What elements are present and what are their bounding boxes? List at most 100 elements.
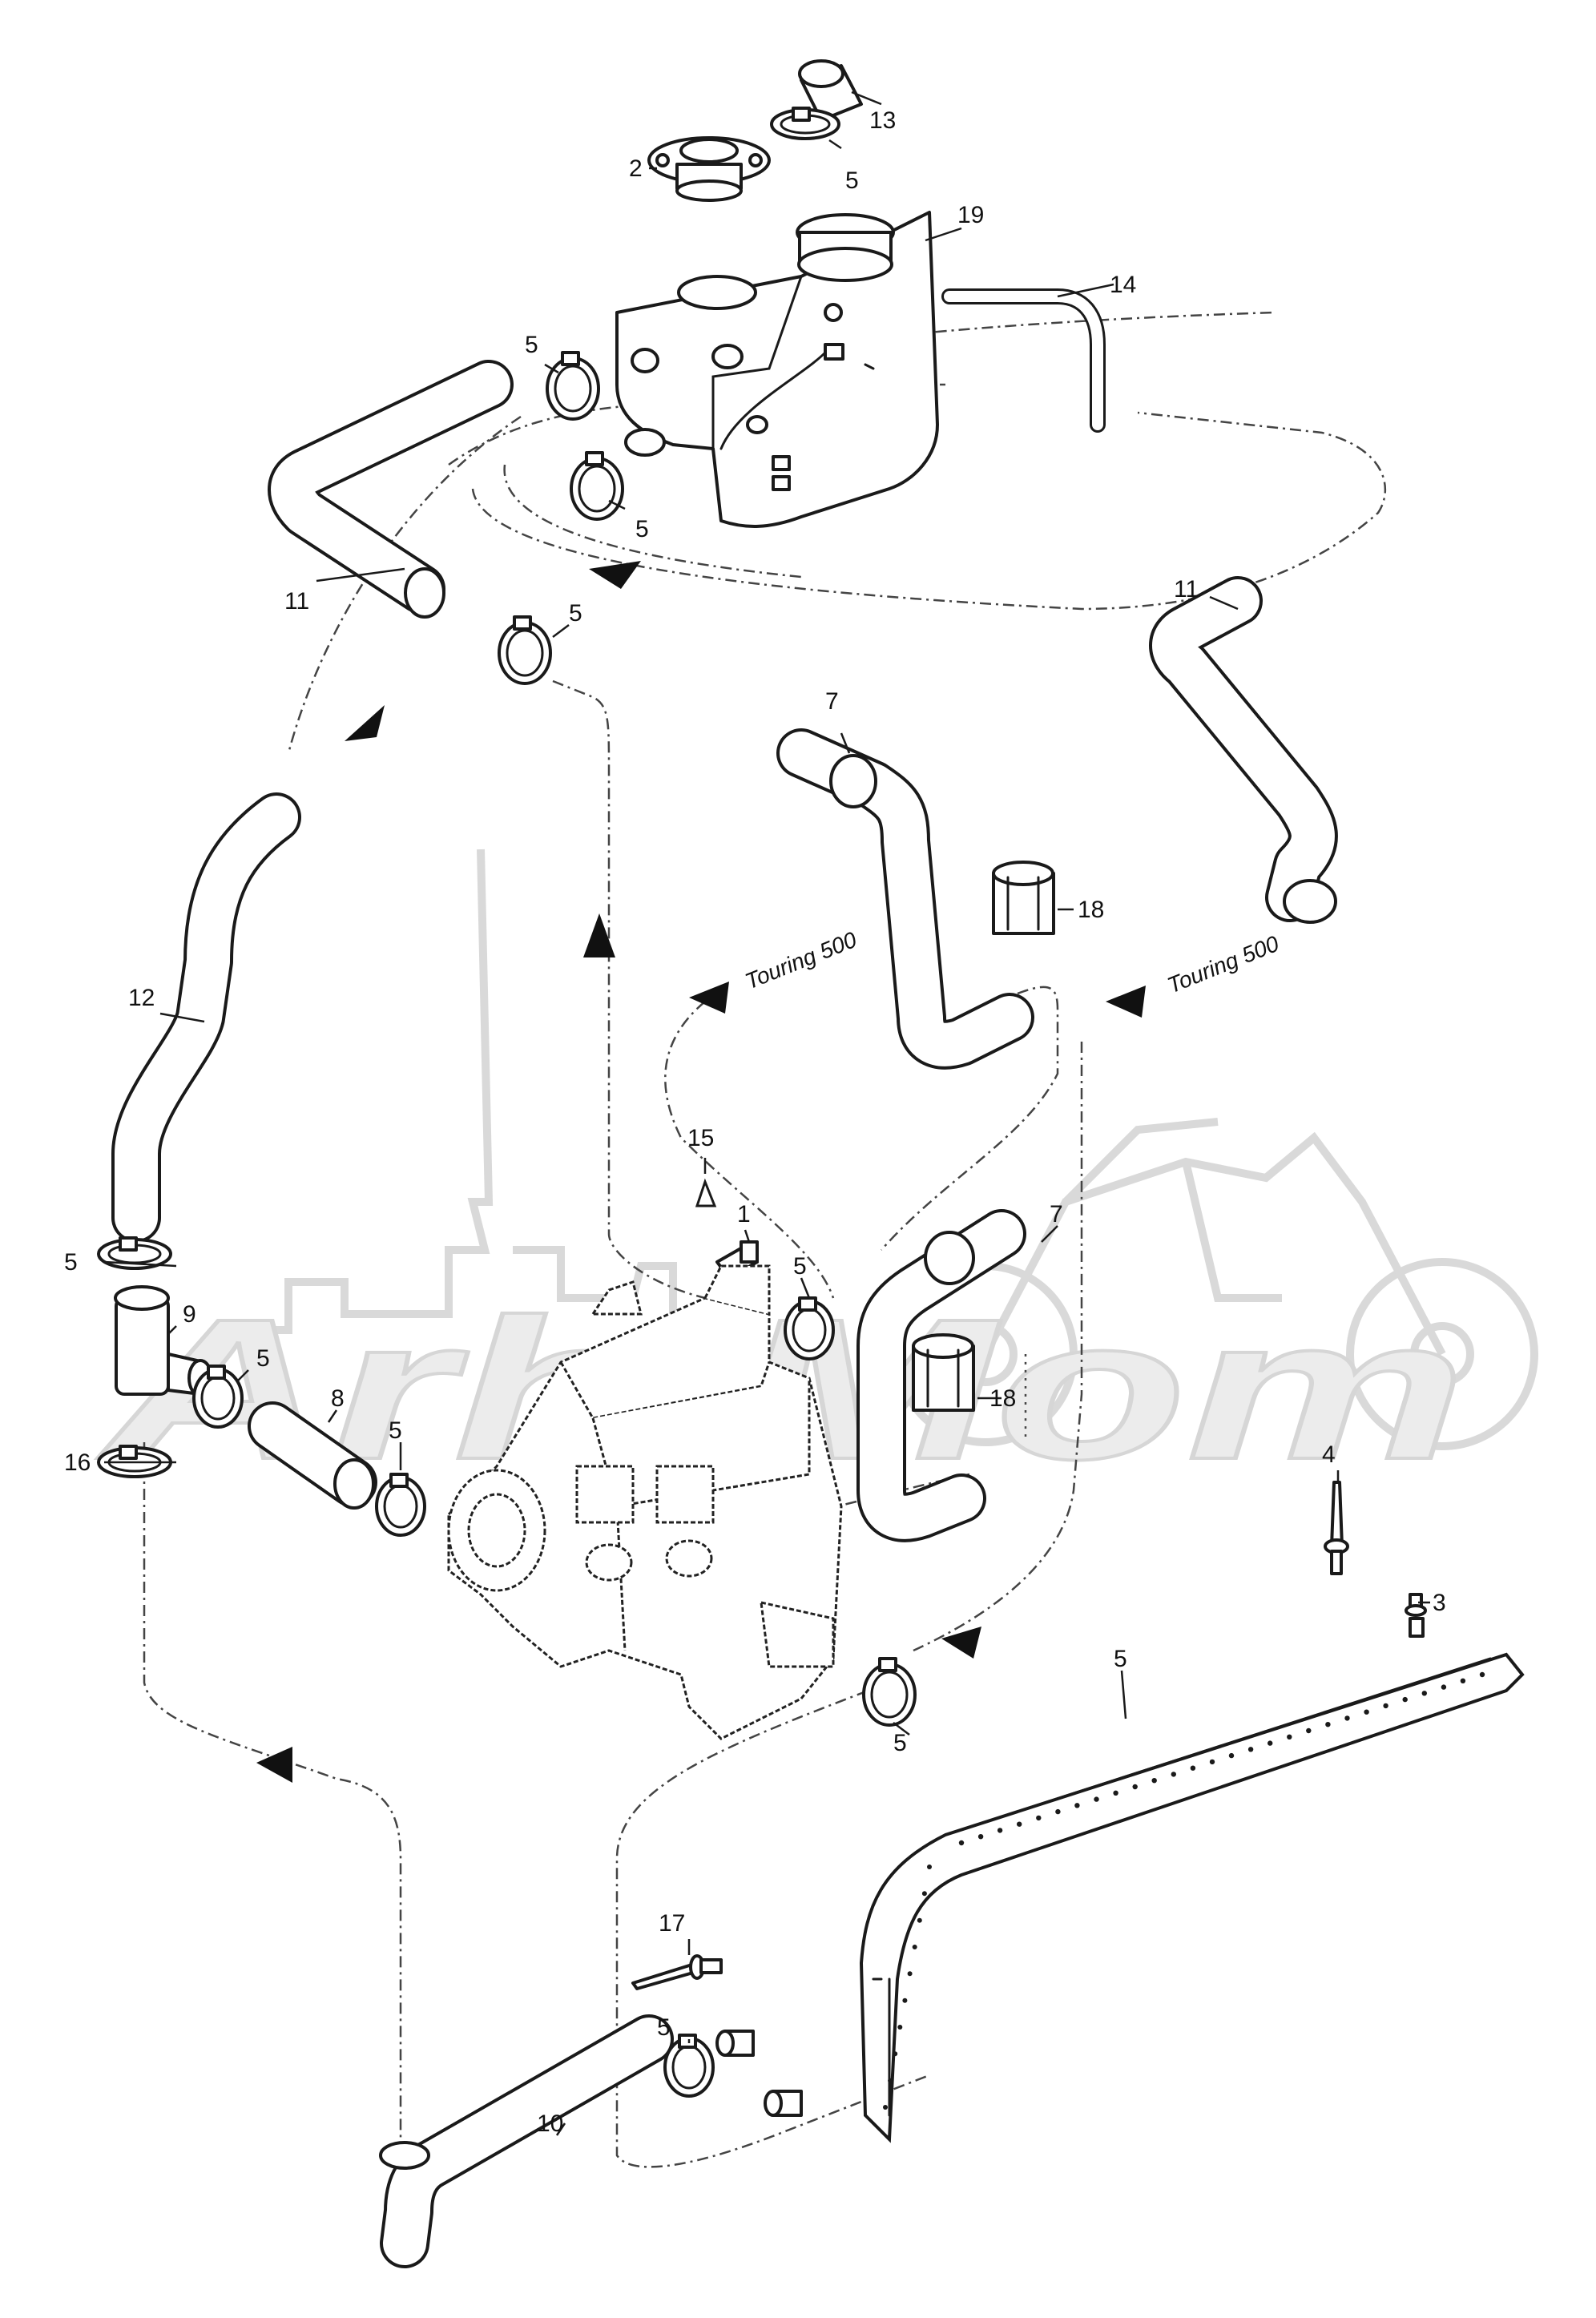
callout-19: 19 bbox=[957, 202, 984, 228]
engine bbox=[447, 1264, 843, 1740]
note-touring-500: Touring 500 bbox=[742, 927, 860, 994]
heat-exchanger-rivet-holes bbox=[883, 1671, 1485, 2110]
rivet-hole bbox=[888, 2078, 893, 2083]
clamp-icon bbox=[784, 1296, 835, 1361]
rivet-hole bbox=[921, 1891, 927, 1897]
sleeve-18-upper bbox=[992, 861, 1055, 935]
rivet-hole bbox=[1383, 1703, 1388, 1709]
rivet-hole bbox=[1055, 1808, 1061, 1815]
callout-16: 4 bbox=[1322, 1441, 1336, 1468]
rivet-hole bbox=[1479, 1671, 1485, 1678]
clamp-icon bbox=[375, 1473, 426, 1537]
overflow-tube bbox=[941, 288, 1106, 433]
flow-arrow-icon bbox=[256, 1747, 292, 1783]
clamp-icon bbox=[192, 1365, 244, 1429]
callout-labels: 13 2 5 19 14 5 5 11 5 11 7 18 12 15 1 7 … bbox=[64, 107, 1446, 2137]
coolant-flow-paths bbox=[143, 311, 1387, 2168]
temperature-sensor bbox=[695, 1178, 759, 1280]
callout-18: 18 bbox=[989, 1385, 1016, 1412]
callout-5: 5 bbox=[525, 332, 538, 358]
rivet-hole bbox=[927, 1864, 932, 1869]
callout-8: 8 bbox=[331, 1385, 345, 1412]
rivet-hole bbox=[997, 1828, 1003, 1833]
callout-5: 5 bbox=[389, 1417, 402, 1444]
hose-8 bbox=[248, 1401, 377, 1510]
rivet-hole bbox=[1325, 1722, 1331, 1727]
callout-5: 5 bbox=[256, 1345, 270, 1372]
rivet-hole bbox=[1247, 1747, 1254, 1752]
coolant-reservoir-tank bbox=[615, 211, 939, 528]
flow-arrow-icon bbox=[583, 913, 615, 957]
clamp-icon bbox=[862, 1657, 917, 1727]
rivet-hole bbox=[1036, 1815, 1042, 1821]
variant-notes: Touring 500 Touring 500 bbox=[742, 927, 1283, 998]
rivet-hole bbox=[1017, 1821, 1022, 1827]
rivet-hole bbox=[917, 1917, 922, 1923]
callout-5: 5 bbox=[64, 1249, 78, 1276]
callout-5: 5 bbox=[635, 516, 649, 542]
rivet-hole bbox=[893, 2051, 898, 2057]
rivet-hole bbox=[1287, 1734, 1292, 1740]
flow-arrow-icon bbox=[941, 1627, 981, 1659]
callout-2: 2 bbox=[629, 155, 643, 182]
callout-5: 5 bbox=[845, 167, 859, 194]
callout-3: 5 bbox=[1114, 1646, 1127, 1672]
rivet-hole bbox=[1460, 1678, 1466, 1683]
rivet-hole bbox=[897, 2025, 903, 2030]
rivet-hole bbox=[1402, 1696, 1408, 1703]
callout-11: 11 bbox=[284, 588, 309, 615]
clamp-icon bbox=[770, 107, 840, 140]
callout-11: 11 bbox=[1174, 576, 1199, 603]
rivet-hole bbox=[883, 2105, 888, 2110]
callout-7: 7 bbox=[1050, 1201, 1063, 1228]
rivet-hole bbox=[1151, 1778, 1157, 1784]
rivet-hole bbox=[1344, 1715, 1350, 1721]
fitting-4 bbox=[1405, 1593, 1427, 1638]
callout-5: 5 bbox=[893, 1730, 907, 1756]
clamp-icon bbox=[546, 351, 600, 421]
callout-5: 5 bbox=[657, 2014, 671, 2041]
callout-13: 13 bbox=[869, 107, 896, 134]
hose-11-right bbox=[1149, 576, 1338, 924]
callout-9: 9 bbox=[183, 1301, 196, 1328]
rivet-hole bbox=[958, 1840, 965, 1846]
pin-17 bbox=[631, 1954, 723, 1990]
rivet-hole bbox=[1228, 1752, 1235, 1759]
rivet-hole bbox=[1268, 1740, 1273, 1746]
rivet-hole bbox=[1113, 1790, 1118, 1796]
hose-11-left bbox=[268, 360, 514, 619]
callout-12: 12 bbox=[128, 985, 155, 1011]
rivet-hole bbox=[907, 1971, 913, 1977]
note-touring-500: Touring 500 bbox=[1164, 931, 1283, 998]
reservoir-cap bbox=[647, 136, 771, 202]
exchanger-inlet-fittings bbox=[715, 2030, 803, 2117]
callout-5: 5 bbox=[793, 1253, 807, 1280]
rivet-hole bbox=[1074, 1803, 1080, 1808]
rivet-hole bbox=[1441, 1684, 1447, 1690]
rivet-hole bbox=[1171, 1772, 1177, 1777]
rivet-hole bbox=[902, 1998, 908, 2003]
hose-7-upper bbox=[776, 728, 1034, 1070]
sleeve-13 bbox=[798, 59, 863, 122]
rivet-hole bbox=[1421, 1691, 1428, 1696]
leader-lines bbox=[103, 91, 1430, 2136]
rivet-hole bbox=[1306, 1727, 1312, 1734]
watermark-spire-icon bbox=[264, 849, 677, 1334]
clamp-icon bbox=[570, 451, 624, 521]
callout-4: 3 bbox=[1433, 1590, 1446, 1616]
clamp-icon bbox=[663, 2034, 715, 2098]
hose-7-lower bbox=[856, 1209, 1026, 1542]
rivet-hole bbox=[1094, 1796, 1099, 1802]
flow-arrow-icon bbox=[589, 561, 641, 589]
clamp-icon bbox=[498, 615, 552, 685]
rivet-hole bbox=[1209, 1759, 1215, 1765]
callout-10: 10 bbox=[537, 2110, 563, 2137]
sleeve-18-lower bbox=[912, 1333, 975, 1412]
rivet-hole bbox=[977, 1834, 984, 1840]
callout-5: 16 bbox=[64, 1449, 91, 1476]
callout-15: 15 bbox=[687, 1125, 714, 1151]
rivet-hole bbox=[912, 1945, 917, 1949]
callout-14: 14 bbox=[1110, 272, 1136, 298]
callout-17: 17 bbox=[659, 1910, 685, 1937]
